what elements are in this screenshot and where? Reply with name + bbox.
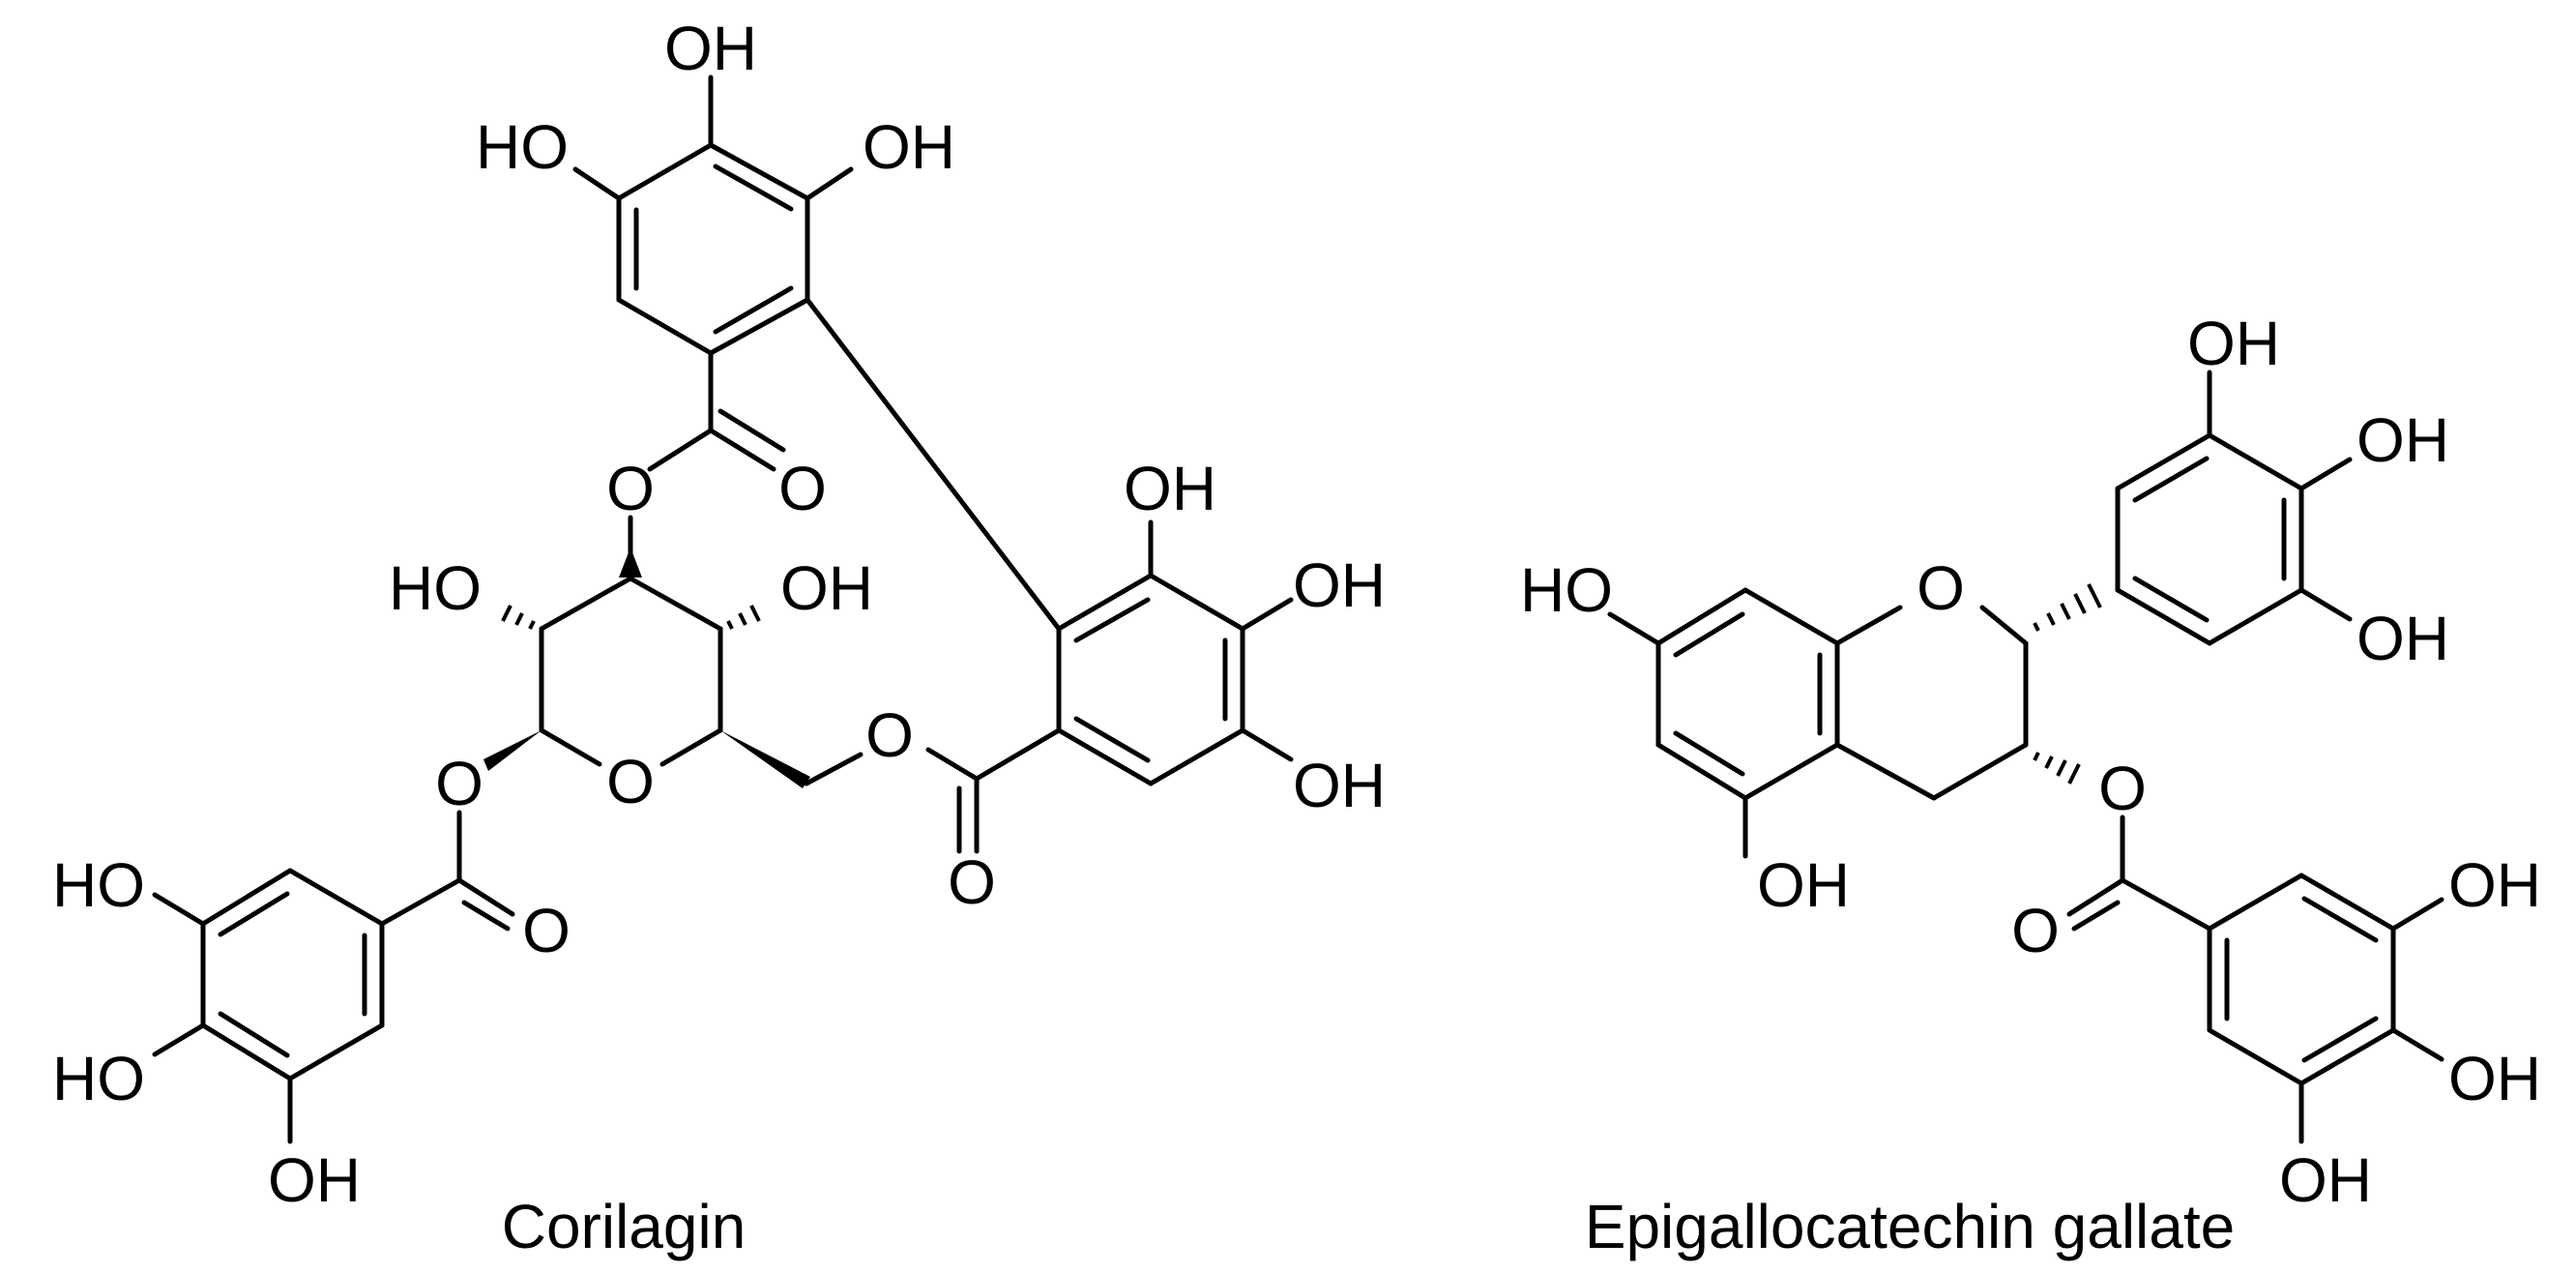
corilagin-carbonyl-o-upper: O xyxy=(778,454,827,523)
egcg-a-ring xyxy=(1607,587,1840,859)
egcg-carbonyl-o: O xyxy=(2011,896,2060,965)
corilagin-gallate-oh-top: HO xyxy=(52,850,145,920)
egcg-b-ring-oh-middle: OH xyxy=(2356,405,2449,475)
corilagin-right-ring xyxy=(925,519,1294,854)
egcg-gallate xyxy=(2066,814,2444,1144)
corilagin-structure: OH HO OH O O HO OH O O O HO HO OH O O OH… xyxy=(52,14,1386,1261)
corilagin-oh-upper-top: OH xyxy=(664,14,757,83)
corilagin-oh-upper-right: OH xyxy=(863,112,955,182)
egcg-b-ring-oh-top: OH xyxy=(2187,309,2280,378)
corilagin-right-oh-bottom: OH xyxy=(1293,751,1386,820)
corilagin-carbonyl-o-right: O xyxy=(948,847,996,917)
corilagin-carbonyl-o-lower-left: O xyxy=(522,896,571,965)
corilagin-lower-left-gallate xyxy=(152,810,515,1144)
corilagin-ester-o-upper: O xyxy=(606,454,655,523)
egcg-b-ring-oh-bottom: OH xyxy=(2356,604,2449,673)
corilagin-right-oh-middle: OH xyxy=(1293,550,1386,620)
corilagin-oh-upper-left: HO xyxy=(476,112,569,182)
egcg-gallate-oh-bottom: OH xyxy=(2279,1145,2372,1215)
corilagin-gallate-oh-middle: HO xyxy=(52,1044,145,1113)
egcg-a-ring-oh-bottom: OH xyxy=(1757,850,1850,920)
egcg-ester-o: O xyxy=(2098,754,2147,823)
corilagin-ch2-ester-o: O xyxy=(865,700,914,770)
egcg-c-ring xyxy=(1834,583,2102,801)
egcg-structure: HO OH O OH OH OH O O OH OH OH Epigalloca… xyxy=(1520,309,2541,1261)
egcg-name: Epigallocatechin gallate xyxy=(1585,1192,2235,1261)
corilagin-gallate-oh-bottom: OH xyxy=(268,1145,361,1215)
corilagin-sugar-oh-right: OH xyxy=(780,553,873,623)
corilagin-ring-o: O xyxy=(606,747,655,816)
corilagin-right-oh-top: OH xyxy=(1124,454,1216,523)
corilagin-anomeric-ester-o: O xyxy=(435,749,483,818)
corilagin-upper-ring xyxy=(572,74,1062,632)
egcg-a-ring-oh-left: HO xyxy=(1520,555,1613,625)
egcg-b-ring xyxy=(2115,370,2353,646)
corilagin-sugar-ring xyxy=(483,515,864,788)
egcg-gallate-oh-middle: OH xyxy=(2448,1044,2541,1113)
egcg-c-ring-o: O xyxy=(1917,553,1965,623)
corilagin-name: Corilagin xyxy=(502,1192,746,1261)
corilagin-sugar-oh-left: HO xyxy=(389,553,482,623)
egcg-gallate-oh-top: OH xyxy=(2448,850,2541,920)
